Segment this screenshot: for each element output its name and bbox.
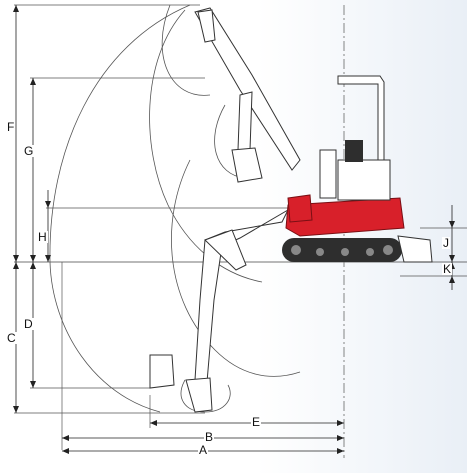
canopy: [337, 75, 385, 161]
dim-label-E: E: [251, 415, 262, 429]
raised-stick: [237, 91, 253, 151]
dozer-blade: [397, 235, 433, 263]
excavator-machine: [282, 75, 433, 263]
track-rollers: [291, 245, 393, 256]
dim-label-K: K: [442, 262, 453, 276]
raised-boom: [194, 7, 301, 171]
bucket-curl-arc-low: [180, 379, 231, 413]
horizontal-arrows: [62, 420, 344, 454]
cab-seat-area: [337, 159, 391, 201]
boom-raised: [194, 7, 301, 183]
raised-bucket: [231, 147, 263, 183]
boom-lowered: [149, 208, 290, 413]
max-reach-arc: [49, 4, 191, 413]
dim-label-H: H: [37, 230, 48, 244]
lowered-bucket: [185, 377, 213, 413]
bucket-curl-arc-mid: [214, 104, 246, 179]
bucket-curl-arc-top: [161, 4, 211, 96]
dim-label-A: A: [198, 443, 209, 457]
raised-bucket-top: [197, 9, 216, 43]
dim-label-G: G: [23, 144, 35, 158]
seat: [345, 140, 363, 162]
dim-label-J: J: [442, 236, 450, 250]
swing-bracket: [287, 194, 313, 223]
dim-label-B: B: [204, 430, 215, 444]
lowered-stick: [204, 229, 247, 271]
lowered-bucket-alt: [149, 354, 175, 389]
dim-label-F: F: [6, 120, 16, 134]
dim-label-D: D: [23, 317, 34, 331]
control-tower: [319, 149, 337, 199]
dim-label-C: C: [6, 331, 17, 345]
extension-lines: [14, 4, 467, 450]
inner-arc-1: [149, 9, 263, 283]
